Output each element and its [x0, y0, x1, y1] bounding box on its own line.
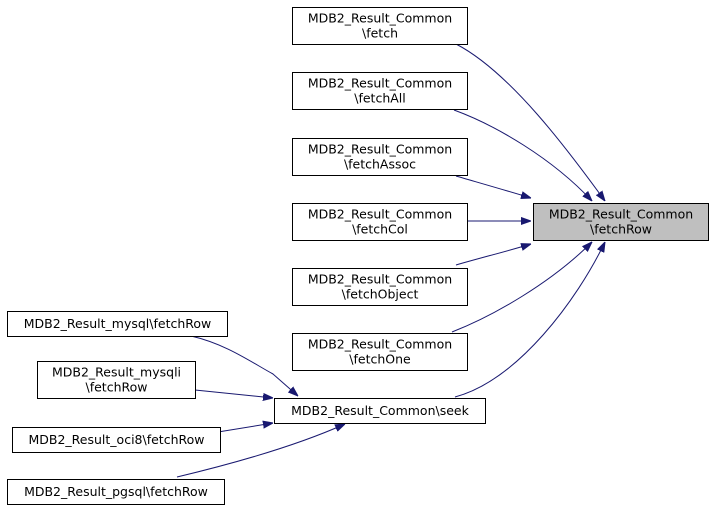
node-box [37, 361, 196, 399]
node-fetchOne[interactable]: MDB2_Result_Common\fetchOne [292, 333, 468, 371]
edge-seek-to-fetchRow [454, 242, 605, 398]
node-box [292, 333, 468, 371]
edge-oci8-to-seek [217, 423, 273, 433]
node-box [292, 268, 468, 306]
node-label: MDB2_Result_Common [308, 76, 452, 91]
node-label: \fetchRow [86, 380, 148, 395]
node-box [292, 138, 468, 176]
node-seek[interactable]: MDB2_Result_Common\seek [274, 398, 486, 424]
node-box [292, 72, 468, 110]
nodes: MDB2_Result_Common\fetchRowMDB2_Result_C… [7, 7, 709, 505]
node-fetchAssoc[interactable]: MDB2_Result_Common\fetchAssoc [292, 138, 468, 176]
node-box [7, 311, 228, 337]
node-box [533, 203, 709, 241]
node-fetchObject[interactable]: MDB2_Result_Common\fetchObject [292, 268, 468, 306]
edge-fetchAssoc-to-fetchRow [455, 175, 531, 198]
node-box [274, 398, 486, 424]
edges [176, 43, 605, 478]
edge-mysqli-to-seek [194, 389, 273, 398]
node-box [292, 7, 468, 45]
node-label: MDB2_Result_mysqli [52, 365, 181, 380]
node-fetchRow[interactable]: MDB2_Result_Common\fetchRow [533, 203, 709, 241]
node-label: MDB2_Result_Common [308, 11, 452, 26]
node-mysql[interactable]: MDB2_Result_mysql\fetchRow [7, 311, 228, 337]
node-label: \fetchRow [590, 222, 652, 237]
node-label: \fetchObject [342, 287, 419, 302]
node-fetchCol[interactable]: MDB2_Result_Common\fetchCol [292, 203, 468, 241]
node-mysqli[interactable]: MDB2_Result_mysqli\fetchRow [37, 361, 196, 399]
node-label: MDB2_Result_Common\seek [291, 403, 469, 418]
node-label: \fetchAll [354, 91, 406, 106]
node-label: \fetchOne [349, 352, 411, 367]
node-pgsql[interactable]: MDB2_Result_pgsql\fetchRow [7, 479, 225, 505]
node-label: MDB2_Result_mysql\fetchRow [24, 316, 212, 331]
node-label: MDB2_Result_Common [308, 207, 452, 222]
node-label: MDB2_Result_Common [308, 337, 452, 352]
edge-fetchAll-to-fetchRow [453, 109, 592, 201]
edge-fetchObject-to-fetchRow [455, 244, 531, 266]
node-fetch[interactable]: MDB2_Result_Common\fetch [292, 7, 468, 45]
edge-fetchOne-to-fetchRow [451, 242, 592, 333]
node-box [7, 479, 225, 505]
node-box [292, 203, 468, 241]
node-label: \fetch [362, 26, 398, 41]
edge-mysql-to-seek [190, 335, 298, 396]
node-fetchAll[interactable]: MDB2_Result_Common\fetchAll [292, 72, 468, 110]
node-box [12, 427, 221, 453]
node-label: MDB2_Result_oci8\fetchRow [28, 432, 204, 447]
node-label: MDB2_Result_Common [549, 207, 693, 222]
node-label: \fetchAssoc [344, 157, 416, 172]
node-label: \fetchCol [352, 222, 408, 237]
node-oci8[interactable]: MDB2_Result_oci8\fetchRow [12, 427, 221, 453]
node-label: MDB2_Result_Common [308, 272, 452, 287]
edge-fetch-to-fetchRow [455, 43, 605, 201]
edge-pgsql-to-seek [176, 424, 345, 478]
node-label: MDB2_Result_pgsql\fetchRow [24, 484, 208, 499]
node-label: MDB2_Result_Common [308, 142, 452, 157]
